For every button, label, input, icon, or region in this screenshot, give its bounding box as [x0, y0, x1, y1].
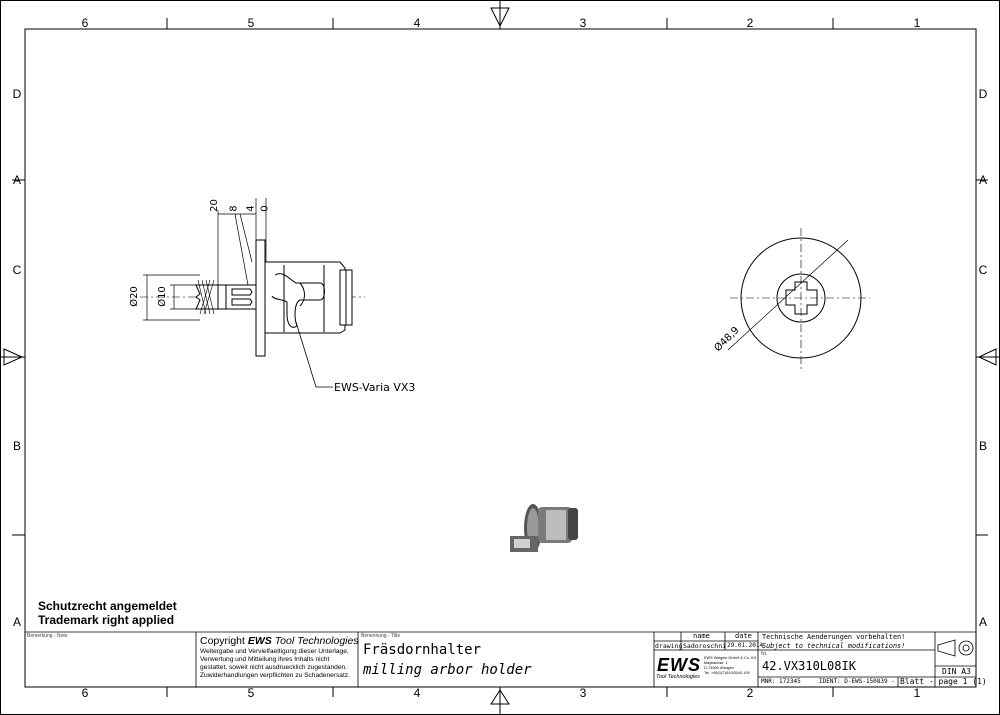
flange-plate — [255, 239, 266, 357]
zone-row-d-right: D — [978, 87, 988, 101]
copyright-line: gestattet, soweit nicht ausdruecklich zu… — [200, 664, 347, 671]
zone-col-6-top: 6 — [81, 16, 89, 30]
copyright-line: Weitergabe und Vervielfaeltigung dieser … — [200, 648, 349, 655]
iso-view — [510, 504, 578, 552]
zone-col-3-bottom: 3 — [579, 686, 587, 700]
company-line: Tel. +49(0)7161/93040-100 — [704, 671, 750, 675]
ews-logo-sub: Tool Technologies — [656, 674, 700, 680]
zone-row-b-right: B — [978, 439, 987, 453]
mnr-number: MNR: 172345 — [761, 678, 801, 685]
drawing-label: drawing — [655, 642, 683, 650]
dim-dia-20: Ø20 — [128, 286, 140, 307]
flange-circle — [740, 237, 862, 359]
reserve-english: Subject to technical modifications! — [762, 642, 906, 650]
zone-row-a-right: A — [978, 615, 987, 629]
drive-teeth — [195, 284, 219, 310]
company-address: EWS Weigele GmbH & Co. KG Maybachstr. 1 … — [704, 656, 756, 676]
zone-col-4-bottom: 4 — [413, 686, 421, 700]
ews-logo: EWS — [657, 655, 702, 675]
zone-col-3-top: 3 — [579, 16, 587, 30]
zone-row-a-mark-right: A — [978, 173, 987, 187]
zone-col-4-top: 4 — [413, 16, 421, 30]
zone-row-b-left: B — [12, 439, 21, 453]
zone-row-a-mark-left: A — [12, 173, 21, 187]
nr-label: Nr. — [761, 651, 768, 657]
callout-label: EWS-Varia VX3 — [334, 381, 416, 394]
copyright-prefix: Copyright — [200, 635, 245, 647]
title-block — [25, 631, 976, 687]
callout-leader — [295, 321, 333, 388]
zone-col-2-top: 2 — [746, 16, 754, 30]
dim-4: 4 — [245, 205, 257, 212]
paper-format: DIN A3 — [942, 667, 971, 676]
zone-col-6-bottom: 6 — [81, 686, 89, 700]
zone-col-5-bottom: 5 — [247, 686, 255, 700]
title-label: Benennung - Title — [361, 633, 401, 639]
zone-col-5-top: 5 — [247, 16, 255, 30]
trademark-notice: Schutzrecht angemeldet Trademark right a… — [38, 599, 177, 627]
holder-groove — [271, 273, 325, 328]
copyright-brand: EWS — [247, 635, 272, 647]
remark-label: Bemerkung - Note — [27, 633, 68, 639]
title-german: Fräsdornhalter — [363, 642, 482, 658]
company-line: EWS Weigele GmbH & Co. KG — [704, 656, 757, 660]
drive-profile — [785, 281, 818, 315]
dim-lines-top — [217, 198, 267, 286]
notice-line-2: Trademark right applied — [38, 613, 175, 627]
side-view — [140, 198, 365, 388]
ident-number: IDENT: D-EWS-150839 - — [819, 678, 895, 685]
copyright-text: Weitergabe und Vervielfaeltigung dieser … — [200, 648, 350, 680]
dim-20: 20 — [208, 199, 220, 212]
dia-leader — [727, 239, 849, 351]
zone-ticks — [12, 18, 988, 697]
sheet-number: Blatt - page 1 (1) — [900, 677, 987, 686]
title-english: milling arbor holder — [363, 662, 532, 678]
zone-col-1-top: 1 — [913, 16, 921, 30]
holder-body — [264, 261, 346, 334]
notice-line-1: Schutzrecht angemeldet — [38, 599, 177, 613]
drawing-frame — [24, 28, 977, 688]
spigot-circle — [776, 273, 826, 323]
date-header: date — [735, 632, 752, 640]
copyright-line: Verwertung und Mitteilung ihres Inhalts … — [200, 656, 330, 663]
zone-row-a-left: A — [12, 615, 21, 629]
dim-dia-10: Ø10 — [156, 286, 168, 307]
zone-row-c-right: C — [978, 263, 988, 277]
part-number: 42.VX310L08IK — [762, 659, 856, 673]
copyright-suffix: Tool Technologies — [274, 635, 359, 647]
zone-col-1-bottom: 1 — [913, 686, 921, 700]
dim-8: 8 — [228, 205, 240, 212]
zone-row-d-left: D — [12, 87, 22, 101]
copyright-heading: Copyright EWS Tool Technologies — [200, 635, 359, 647]
front-view — [727, 228, 870, 370]
company-line: Maybachstr. 1 — [704, 661, 728, 665]
zone-col-2-bottom: 2 — [746, 686, 754, 700]
dim-0: 0 — [259, 205, 271, 212]
company-line: D-73066 Uhingen — [704, 666, 734, 670]
reserve-german: Technische Aenderungen vorbehalten! — [762, 633, 906, 641]
drawing-date: 29.01.2014 — [727, 642, 764, 649]
name-header: name — [693, 632, 710, 640]
dim-lines-left — [143, 274, 200, 321]
zone-row-c-left: C — [12, 263, 22, 277]
drawing-name: Sadoroschni — [683, 642, 727, 650]
copyright-line: Zuwiderhandlungen verpflichten zu Schade… — [200, 672, 350, 679]
